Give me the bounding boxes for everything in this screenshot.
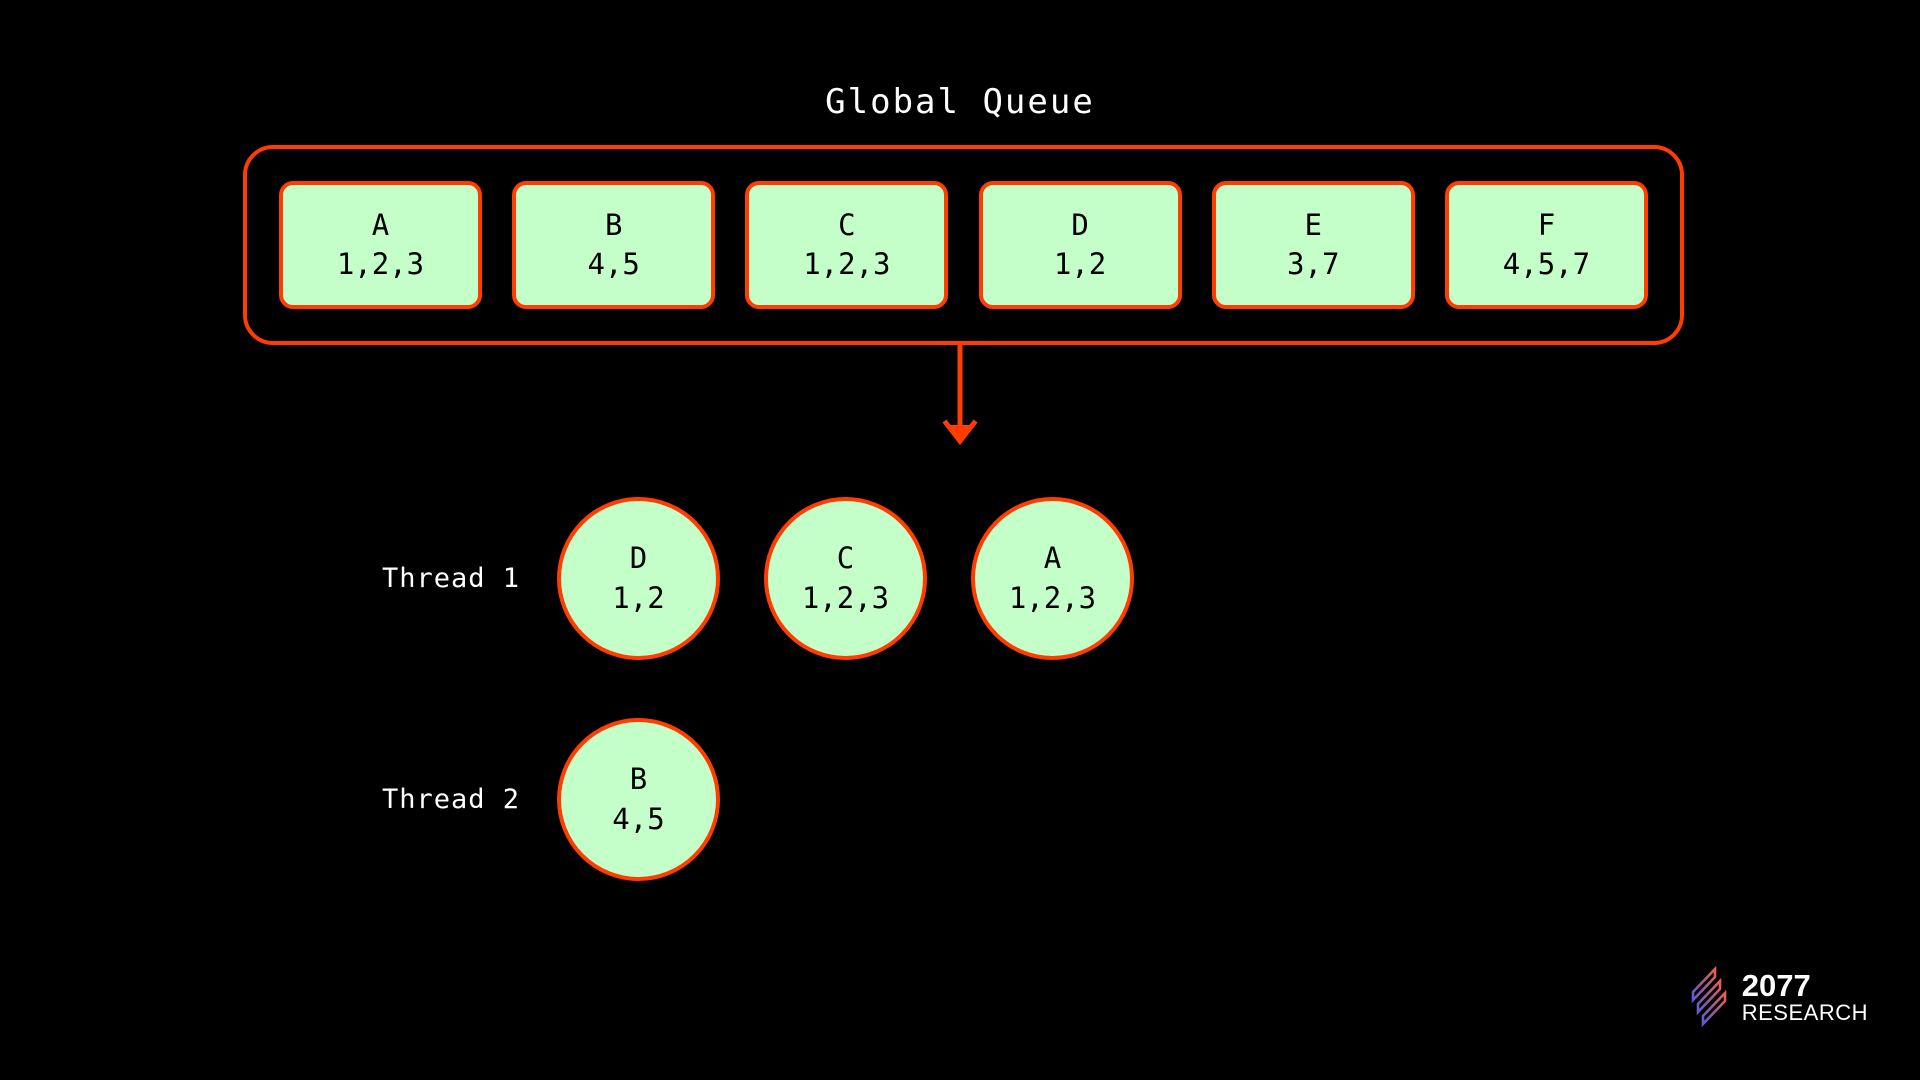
queue-item-nums: 4,5 xyxy=(587,247,640,281)
queue-item-nums: 4,5,7 xyxy=(1502,247,1591,281)
thread-task[interactable]: A 1,2,3 xyxy=(971,497,1134,660)
global-queue-container: A 1,2,3 B 4,5 C 1,2,3 D 1,2 E 3,7 F 4,5,… xyxy=(243,145,1684,345)
thread-task-nums: 4,5 xyxy=(612,801,665,836)
thread-task-nums: 1,2,3 xyxy=(1008,580,1097,615)
thread-label: Thread 1 xyxy=(382,563,521,594)
thread-task-letter: C xyxy=(836,541,855,576)
queue-item[interactable]: B 4,5 xyxy=(512,181,716,309)
thread-task-nums: 1,2,3 xyxy=(801,580,890,615)
brand-name: 2077 xyxy=(1741,967,1811,1003)
thread-task[interactable]: D 1,2 xyxy=(557,497,720,660)
thread-task[interactable]: B 4,5 xyxy=(557,718,720,881)
global-queue-items: A 1,2,3 B 4,5 C 1,2,3 D 1,2 E 3,7 F 4,5,… xyxy=(247,149,1680,341)
queue-item[interactable]: C 1,2,3 xyxy=(745,181,949,309)
brand-logo: 2077 RESEARCH xyxy=(1684,966,1868,1028)
queue-item-letter: F xyxy=(1537,207,1556,242)
thread-task[interactable]: C 1,2,3 xyxy=(764,497,927,660)
thread-task-letter: D xyxy=(629,541,648,576)
queue-item-letter: C xyxy=(838,207,856,242)
thread-task-letter: A xyxy=(1043,541,1062,576)
logo-mark-icon xyxy=(1691,966,1727,1028)
queue-item-letter: B xyxy=(604,207,623,242)
thread-task-nums: 1,2 xyxy=(612,580,665,615)
queue-item[interactable]: D 1,2 xyxy=(978,181,1182,309)
brand-subtitle: RESEARCH xyxy=(1741,1000,1868,1026)
thread-row: Thread 2 B 4,5 xyxy=(382,718,720,881)
queue-item-letter: D xyxy=(1071,207,1089,242)
thread-row: Thread 1 D 1,2 C 1,2,3 A 1,2,3 xyxy=(382,497,1134,660)
queue-item[interactable]: F 4,5,7 xyxy=(1444,181,1648,309)
queue-item-nums: 3,7 xyxy=(1287,247,1340,281)
queue-item-letter: E xyxy=(1304,207,1322,242)
page-title: Global Queue xyxy=(825,82,1095,122)
thread-task-list: B 4,5 xyxy=(557,718,720,881)
queue-item-nums: 1,2 xyxy=(1053,247,1107,281)
thread-label: Thread 2 xyxy=(382,784,521,815)
queue-item-nums: 1,2,3 xyxy=(803,247,891,281)
thread-task-letter: B xyxy=(629,762,648,797)
brand-text: 2077 RESEARCH xyxy=(1742,970,1868,1025)
queue-item-letter: A xyxy=(371,207,390,242)
downward-arrow-icon xyxy=(942,345,978,446)
queue-item-nums: 1,2,3 xyxy=(336,247,425,281)
thread-task-list: D 1,2 C 1,2,3 A 1,2,3 xyxy=(557,497,1134,660)
queue-item[interactable]: A 1,2,3 xyxy=(279,181,482,309)
queue-item[interactable]: E 3,7 xyxy=(1211,181,1415,309)
